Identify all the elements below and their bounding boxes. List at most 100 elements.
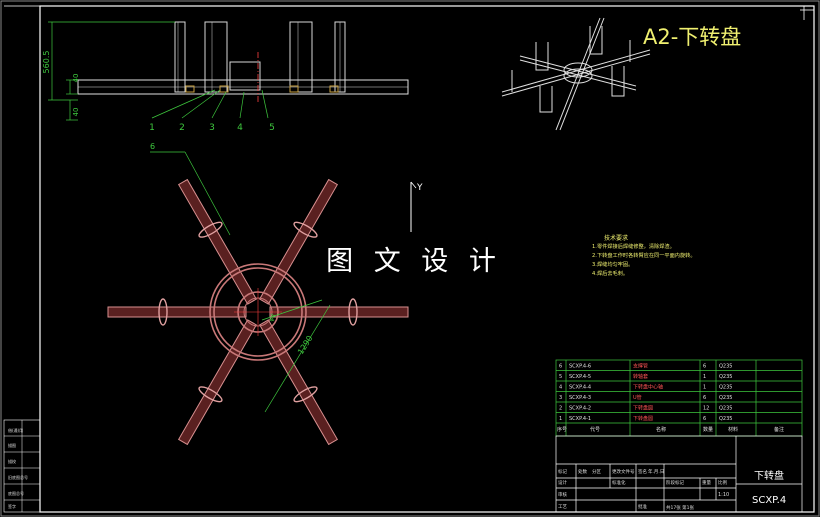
- bom-qty: 1: [703, 374, 706, 380]
- u-clamp: [198, 386, 223, 403]
- bom-qty: 6: [703, 416, 706, 422]
- bom-no: 6: [559, 364, 562, 370]
- bom-header-qty: 数量: [703, 426, 713, 433]
- bom-name: 下转盘中心轴: [633, 384, 663, 391]
- tb-label-ratio: 比例: [718, 479, 727, 486]
- bom-qty: 6: [703, 364, 706, 370]
- hub-ring: [213, 267, 303, 357]
- bom-name: U管: [633, 394, 642, 401]
- callout-6: 6: [150, 142, 155, 151]
- bom-code: SCXP.4-5: [569, 374, 591, 380]
- bom-material: Q235: [719, 416, 732, 422]
- isometric-view: [501, 17, 651, 131]
- tb-label-standardize: 标准化: [612, 479, 626, 486]
- tech-item: 2.下转盘工作时各转臂应在同一平面内旋转。: [592, 251, 696, 259]
- tb-sheet: 共17张 第1张: [666, 504, 695, 511]
- bom-code: SCXP.4-1: [569, 416, 591, 422]
- bom-qty: 1: [703, 385, 706, 391]
- bom-name: 下转盘圆: [633, 415, 653, 422]
- plan-view: [107, 178, 409, 446]
- strip-label: 旧底图总号: [8, 474, 28, 480]
- strip-label: 描校: [8, 458, 16, 464]
- strip-label: 签字: [8, 503, 16, 509]
- bom-material: Q235: [719, 406, 732, 412]
- callout-5: 5: [269, 123, 275, 133]
- tb-label-review: 审核: [558, 491, 567, 498]
- title-block: [555, 435, 803, 513]
- drawing-title: A2-下转盘: [643, 25, 741, 49]
- strip-label: 底图总号: [8, 490, 24, 496]
- tb-label-sign: 签名: [638, 468, 647, 475]
- bom-qty: 6: [703, 395, 706, 401]
- bom-no: 5: [559, 374, 562, 380]
- bom-header-material: 材料: [728, 426, 738, 433]
- front-view-dimensions: [48, 21, 175, 121]
- callout-1: 1: [149, 123, 155, 133]
- tb-label-stage: 阶段标记: [666, 479, 684, 486]
- bom-header-remark: 备注: [774, 426, 784, 433]
- turntable-arm: [269, 306, 409, 318]
- bom-code: SCXP.4-4: [569, 385, 591, 391]
- tb-label-zone: 分区: [592, 468, 601, 475]
- tb-part-name: 下转盘: [754, 469, 784, 482]
- tb-label-change: 更改文件号: [612, 468, 635, 475]
- tech-item: 1.零件焊接后焊缝修整，清除焊渣。: [592, 242, 675, 250]
- front-view: [77, 21, 409, 104]
- dim-total-height: 560.5: [42, 51, 51, 74]
- watermark-text: 图 文 设 计: [326, 246, 502, 277]
- corner-marks: [800, 5, 814, 20]
- cursor-axis-label: Y: [416, 183, 423, 193]
- tech-heading: 技术要求: [604, 234, 628, 242]
- dim-lower-height: 40: [72, 108, 80, 117]
- callout-6-leader: [150, 151, 231, 236]
- cursor-crosshair: [410, 181, 417, 232]
- u-clamp: [348, 298, 358, 326]
- bom-material: Q235: [719, 374, 732, 380]
- callout-2: 2: [179, 123, 185, 133]
- turntable-arm: [107, 306, 247, 318]
- tech-item: 4.焊后去毛刺。: [592, 269, 628, 277]
- dim-diameter: φ4: [268, 313, 278, 323]
- callout-3: 3: [209, 123, 215, 133]
- tb-drawing-no: SCXP.4: [752, 495, 786, 506]
- u-clamp: [293, 386, 318, 403]
- tb-label-design: 设计: [558, 479, 567, 486]
- u-clamp: [293, 221, 318, 238]
- strip-label: 描图: [8, 442, 16, 448]
- tb-label-process: 工艺: [558, 504, 567, 510]
- tech-item: 3.焊缝均匀牢固。: [592, 260, 633, 268]
- left-binding-strip: 借(通)用 描图 描校 旧底图总号 底图总号 签字: [3, 419, 41, 513]
- bom-material: Q235: [719, 385, 732, 391]
- drawing-frame: [39, 5, 815, 513]
- u-clamp: [198, 221, 223, 238]
- tb-label-count: 处数: [578, 468, 587, 475]
- callout-4: 4: [237, 123, 243, 133]
- u-clamp: [158, 298, 168, 326]
- tb-label-mark: 标记: [558, 468, 567, 475]
- hub-ring: [209, 263, 307, 361]
- title-block-text: 标记 处数 分区 更改文件号 签名 年.月.日 设计 标准化 阶段标记 重量 比…: [558, 468, 786, 511]
- bom-qty: 12: [703, 406, 709, 412]
- callout-leaders: [151, 89, 269, 119]
- strip-label: 借(通)用: [8, 427, 23, 433]
- radius-dimension: [261, 299, 331, 413]
- bom-code: SCXP.4-2: [569, 406, 591, 412]
- bom-code: SCXP.4-3: [569, 395, 591, 401]
- tb-scale: 1:10: [718, 492, 729, 498]
- bom-no: 4: [559, 385, 562, 391]
- bom-header-name: 名称: [656, 426, 666, 433]
- bom-name: 支撑管: [633, 363, 648, 370]
- bom-no: 3: [559, 395, 562, 401]
- bom-header-no: 序号: [557, 426, 567, 433]
- tb-label-weight: 重量: [702, 479, 711, 486]
- bom-material: Q235: [719, 395, 732, 401]
- tech-requirements: 技术要求 1.零件焊接后焊缝修整，清除焊渣。 2.下转盘工作时各转臂应在同一平面…: [592, 234, 696, 277]
- bom-code: SCXP.4-6: [569, 364, 591, 370]
- bom-no: 1: [559, 416, 562, 422]
- bom-name: 转轴套: [633, 373, 648, 380]
- bom-header-code: 代号: [590, 426, 600, 433]
- tb-label-approve: 批准: [638, 503, 647, 510]
